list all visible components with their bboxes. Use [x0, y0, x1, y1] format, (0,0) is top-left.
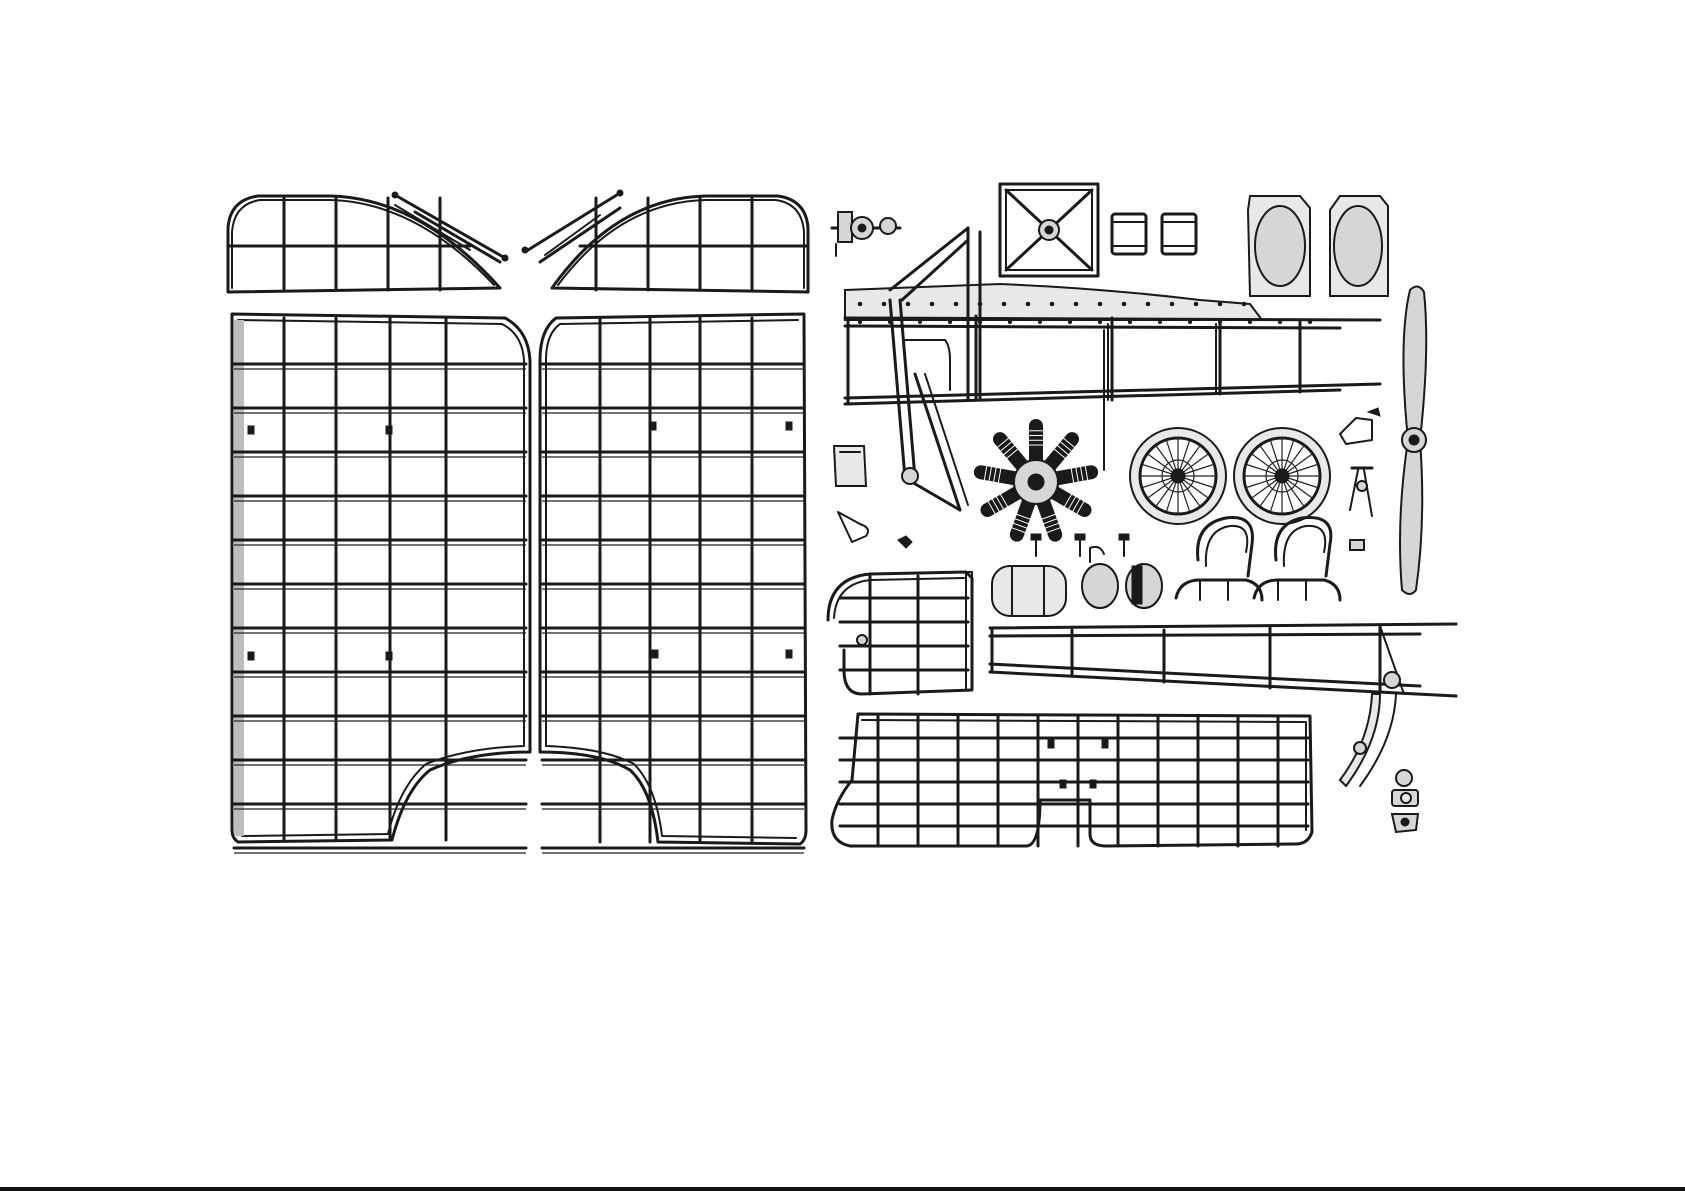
cowling-panels	[1248, 196, 1388, 296]
tailplane	[832, 714, 1312, 846]
engine-mount	[832, 212, 900, 256]
right-wing-panel	[540, 314, 806, 853]
tail-skid	[1340, 694, 1396, 786]
rotary-engine	[981, 426, 1091, 535]
radiator-frame	[1000, 184, 1098, 276]
left-wing-panel	[232, 314, 530, 853]
bottom-edge-line	[0, 1187, 1685, 1191]
propeller	[1400, 286, 1426, 594]
rudder	[828, 572, 972, 694]
tail-boom	[990, 624, 1456, 696]
fuel-tank	[992, 547, 1162, 616]
wheels	[1130, 428, 1330, 524]
small-panels	[1112, 214, 1196, 254]
seats	[1176, 518, 1340, 600]
